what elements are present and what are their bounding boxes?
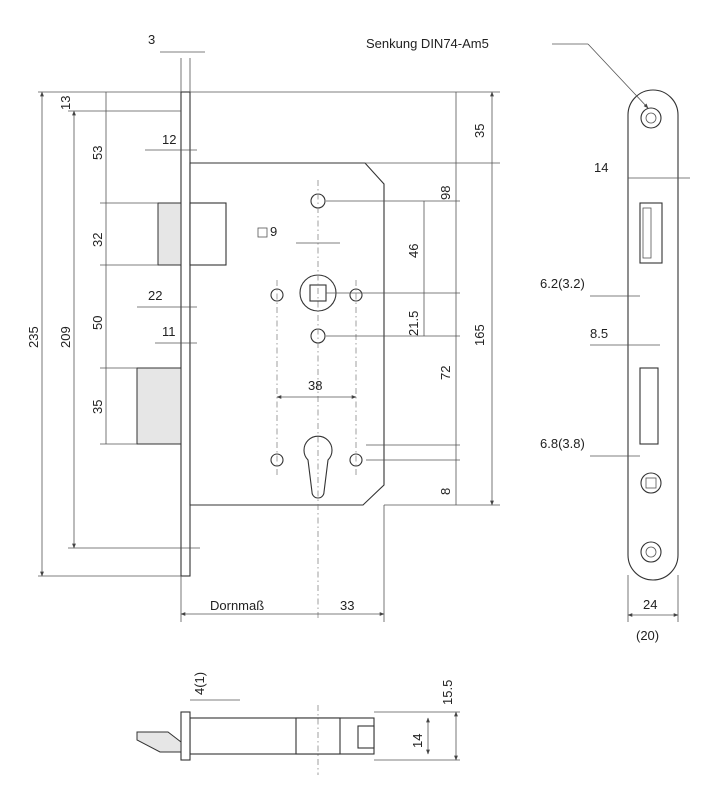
dim-3: 3: [148, 32, 155, 47]
dim-35-left: 35: [90, 400, 105, 414]
dim-165: 165: [472, 324, 487, 346]
bottom-view: 4(1) 15.5 14: [136, 672, 460, 775]
square-9-label: 9: [270, 224, 277, 239]
dim-22: 22: [148, 288, 162, 303]
senkung-label: Senkung DIN74-Am5: [366, 36, 489, 51]
dim-6-8: 6.8(3.8): [540, 436, 585, 451]
dim-46: 46: [406, 244, 421, 258]
screw-hole-bottom: [640, 541, 662, 563]
screw-hole-bottom-inner: [645, 546, 657, 558]
dim-35-right: 35: [472, 124, 487, 138]
dim-50: 50: [90, 316, 105, 330]
screw-hole-top-inner: [645, 112, 657, 124]
dim-98: 98: [438, 186, 453, 200]
dim-12: 12: [162, 132, 176, 147]
dim-8: 8: [438, 488, 453, 495]
dim-53: 53: [90, 146, 105, 160]
faceplate-edge: [180, 711, 191, 761]
body-top: [189, 717, 375, 755]
faceplate-face: [627, 89, 679, 581]
front-view: 3 13 53 12 32 209 235 22 50 11 35 35 98 …: [26, 32, 500, 622]
dim-33: 33: [340, 598, 354, 613]
latch-bolt: [157, 202, 182, 266]
side-view: Senkung DIN74-Am5 14 6.2(3.2) 8.5 6.8(3.…: [366, 36, 690, 643]
dornmass-label: Dornmaß: [210, 598, 264, 613]
dim-8-5: 8.5: [590, 326, 608, 341]
cylinder-screw-square: [645, 477, 657, 489]
latch-opening-inner: [642, 207, 652, 259]
dim-38: 38: [308, 378, 322, 393]
faceplate: [180, 91, 191, 577]
latch-tongue: [136, 731, 182, 753]
screw-hole-top: [640, 107, 662, 129]
dim-4-1: 4(1): [192, 672, 207, 695]
dim-15-5: 15.5: [440, 680, 455, 705]
bolt-opening: [639, 367, 659, 445]
cylinder-screw: [640, 472, 662, 494]
dim-13: 13: [58, 96, 73, 110]
dim-72: 72: [438, 366, 453, 380]
dim-24: 24: [643, 597, 657, 612]
dead-bolt: [136, 367, 182, 445]
front-block: [357, 725, 375, 749]
dim-14-bottom: 14: [410, 734, 425, 748]
latch-bolt-inner: [189, 202, 227, 266]
dim-20: (20): [636, 628, 659, 643]
dim-11: 11: [162, 324, 176, 339]
dim-209: 209: [58, 326, 73, 348]
dim-6-2: 6.2(3.2): [540, 276, 585, 291]
square-symbol: [257, 227, 268, 238]
dim-14-side: 14: [594, 160, 608, 175]
dim-21-5: 21.5: [406, 311, 421, 336]
dim-32: 32: [90, 233, 105, 247]
dim-235: 235: [26, 326, 41, 348]
